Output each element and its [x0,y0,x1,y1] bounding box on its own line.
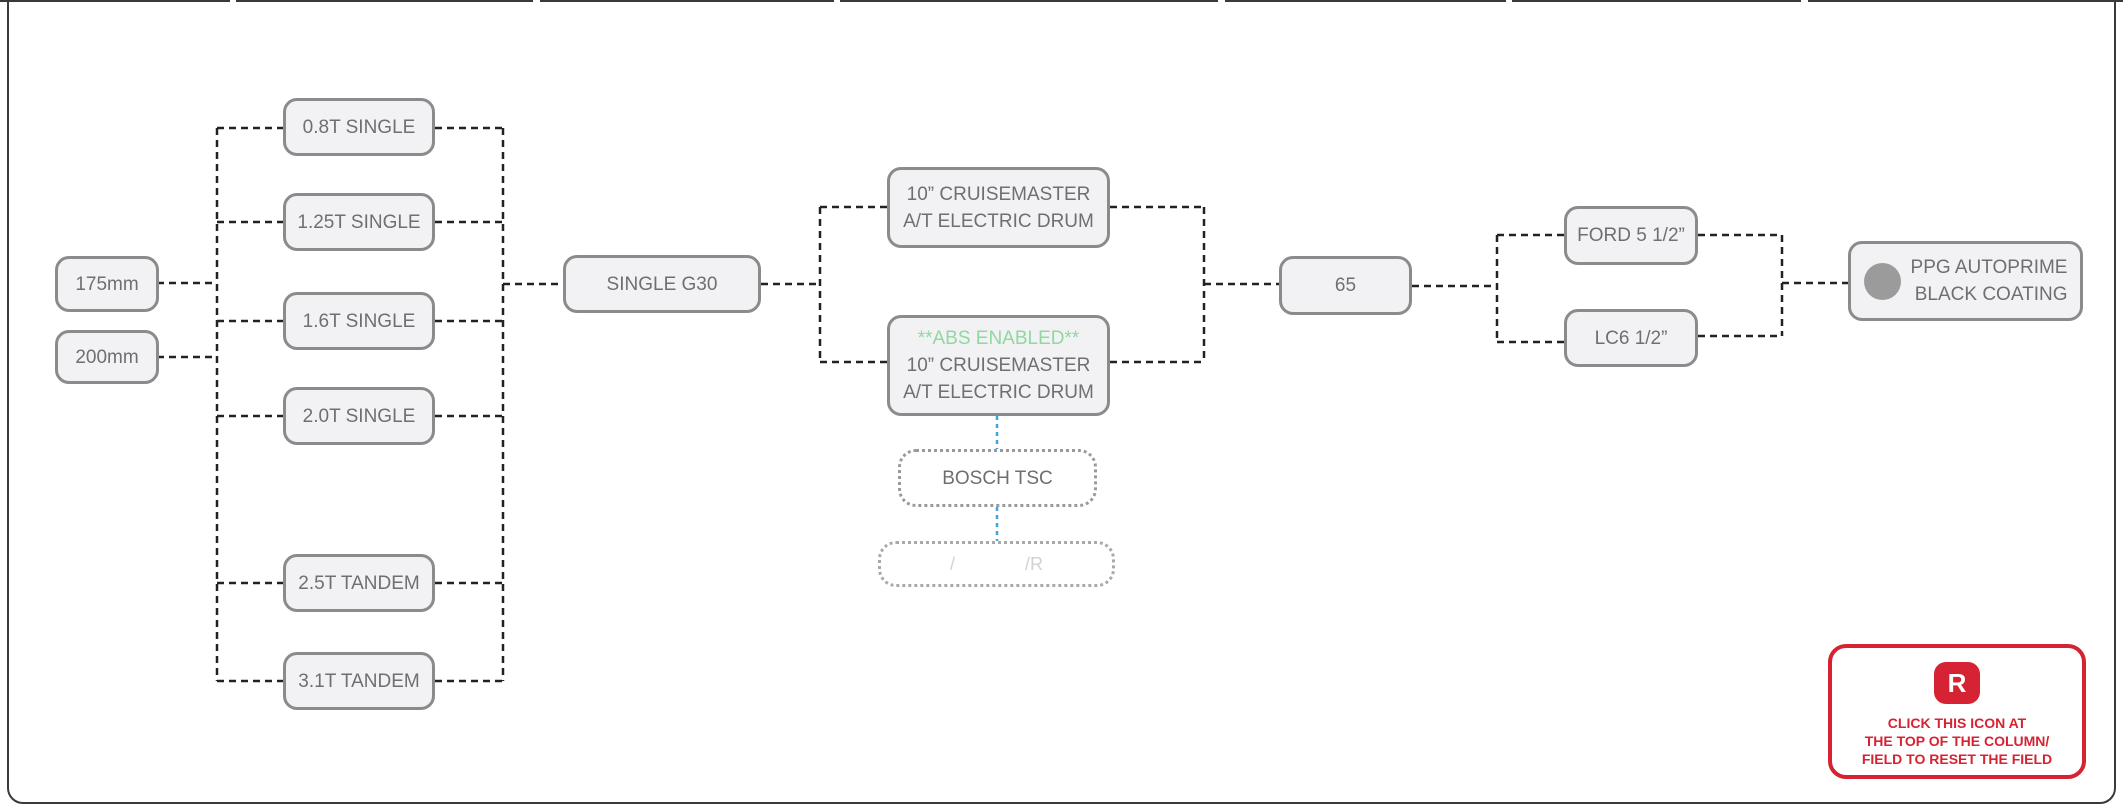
panel-frame [7,0,2116,804]
column-divider [1225,0,1506,2]
placeholder-right: /R [1025,553,1043,574]
option-label: 1.6T SINGLE [302,310,416,332]
option-label: 1.25T SINGLE [297,211,421,233]
reset-hint-line: THE TOP OF THE COLUMN/ [1864,733,2050,749]
option-1-6t-single[interactable]: 1.6T SINGLE [283,292,435,350]
placeholder-left: / [949,553,955,574]
reset-hint-box: R CLICK THIS ICON AT THE TOP OF THE COLU… [1828,644,2086,779]
reset-icon-letter: R [1947,667,1967,698]
reset-icon[interactable]: R [1934,662,1980,704]
addon-placeholder: / /R [878,541,1115,587]
option-label: LC6 1/2” [1594,327,1668,349]
option-label-line1: PPG AUTOPRIME [1910,257,2068,278]
option-label: 200mm [75,346,139,368]
option-label: 2.0T SINGLE [302,405,416,427]
option-label: 65 [1334,275,1357,296]
option-label-line2: BLACK COATING [1914,284,2068,305]
option-label-line2: A/T ELECTRIC DRUM [903,210,1094,232]
color-swatch [1863,262,1901,300]
option-label: 3.1T TANDEM [298,670,420,692]
column-divider [1512,0,1801,2]
reset-hint-line: CLICK THIS ICON AT [1887,715,2027,731]
option-label: FORD 5 1/2” [1577,225,1685,246]
option-label: 2.5T TANDEM [298,572,420,594]
option-label: 175mm [75,273,139,295]
column-divider [840,0,1218,2]
reset-hint-text: CLICK THIS ICON AT THE TOP OF THE COLUMN… [1862,714,2052,768]
option-label: 0.8T SINGLE [302,116,416,138]
option-200mm[interactable]: 200mm [55,330,159,384]
option-3-1t-tandem[interactable]: 3.1T TANDEM [283,652,435,710]
option-2-0t-single[interactable]: 2.0T SINGLE [283,387,435,445]
option-1-25t-single[interactable]: 1.25T SINGLE [283,193,435,251]
addon-label: BOSCH TSC [942,467,1053,489]
reset-hint-line: FIELD TO RESET THE FIELD [1861,751,2053,767]
option-label-line2: A/T ELECTRIC DRUM [903,382,1094,403]
option-cruisemaster-drum-abs[interactable]: **ABS ENABLED** 10” CRUISEMASTER A/T ELE… [887,315,1110,416]
option-single-g30[interactable]: SINGLE G30 [563,255,761,313]
column-divider [236,0,533,2]
option-ford-5-1-2[interactable]: FORD 5 1/2” [1564,206,1698,265]
option-lc6-1-2[interactable]: LC6 1/2” [1564,309,1698,367]
column-divider [0,0,230,2]
option-0-8t-single[interactable]: 0.8T SINGLE [283,98,435,156]
option-2-5t-tandem[interactable]: 2.5T TANDEM [283,554,435,612]
option-label-line1: 10” CRUISEMASTER [906,355,1091,376]
column-divider [540,0,834,2]
option-ppg-autoprime[interactable]: PPG AUTOPRIME BLACK COATING [1848,241,2083,321]
addon-bosch-tsc[interactable]: BOSCH TSC [898,449,1097,507]
option-cruisemaster-drum[interactable]: 10” CRUISEMASTER A/T ELECTRIC DRUM [887,167,1110,248]
abs-enabled-badge: **ABS ENABLED** [917,328,1080,349]
option-label: SINGLE G30 [606,273,718,295]
column-divider [1808,0,2123,2]
option-label-line1: 10” CRUISEMASTER [906,183,1091,205]
option-65[interactable]: 65 [1279,256,1412,315]
option-175mm[interactable]: 175mm [55,256,159,312]
